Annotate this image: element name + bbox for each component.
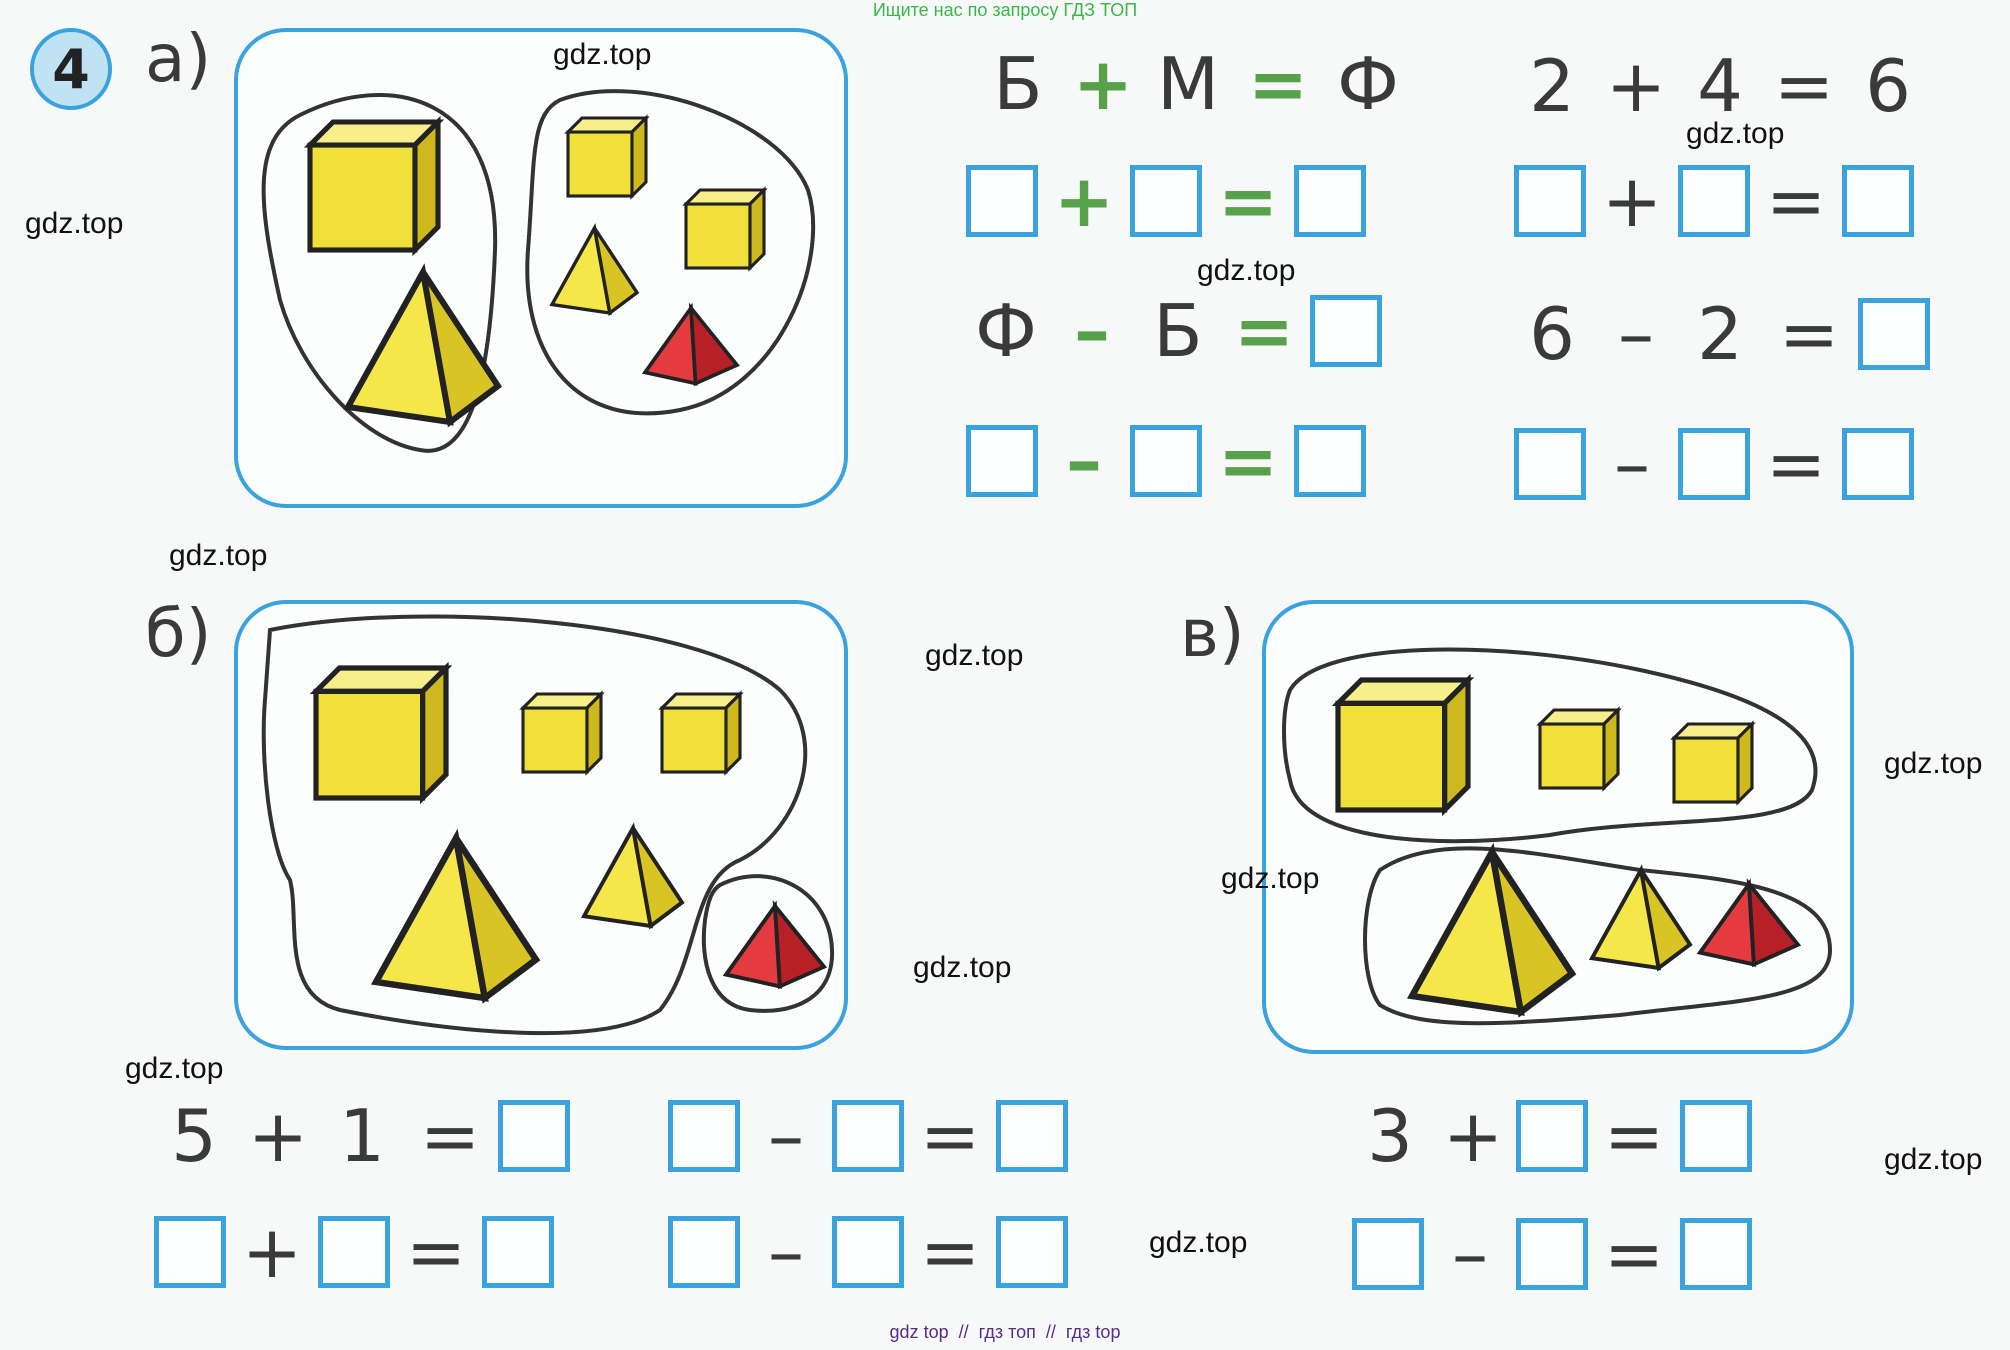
answer-box[interactable] bbox=[1514, 165, 1586, 237]
answer-box[interactable] bbox=[154, 1216, 226, 1288]
cube-small-icon bbox=[1672, 722, 1754, 804]
answer-box[interactable] bbox=[966, 425, 1038, 497]
equation-a-boxes-sum-2: + = bbox=[1514, 165, 1914, 237]
group-loop-b1 bbox=[261, 614, 808, 1036]
watermark: gdz.top bbox=[25, 207, 124, 240]
equation-v-given: 3 + = bbox=[1350, 1100, 1752, 1172]
cube-small-icon bbox=[684, 188, 766, 270]
answer-box[interactable] bbox=[1294, 425, 1366, 497]
pyramid-big-icon bbox=[376, 838, 536, 998]
watermark: gdz.top bbox=[1884, 1143, 1983, 1176]
cube-big-icon bbox=[316, 668, 446, 798]
pyramid-big-icon bbox=[1412, 852, 1572, 1012]
equation-a-numbers-diff: 6 – 2 = bbox=[1512, 298, 1930, 370]
red-pyramid-icon bbox=[724, 904, 826, 989]
answer-box[interactable] bbox=[1678, 165, 1750, 237]
equation-b-sum-boxes: + = bbox=[154, 1216, 554, 1288]
answer-box[interactable] bbox=[1516, 1218, 1588, 1290]
answer-box[interactable] bbox=[1130, 425, 1202, 497]
answer-box[interactable] bbox=[1294, 165, 1366, 237]
group-loop-a1 bbox=[261, 93, 498, 453]
watermark: gdz.top bbox=[1221, 862, 1320, 895]
watermark: gdz.top bbox=[169, 539, 268, 572]
equation-a-letters-sum: Б + М = Ф bbox=[993, 42, 1399, 126]
answer-box[interactable] bbox=[1680, 1100, 1752, 1172]
pyramid-small-icon bbox=[582, 826, 684, 928]
group-loop-a2 bbox=[525, 89, 816, 416]
group-loop-v2 bbox=[1363, 846, 1833, 1026]
equation-a-letters-diff: Ф – Б = bbox=[966, 295, 1382, 367]
answer-box[interactable] bbox=[832, 1100, 904, 1172]
equation-a-boxes-diff: – = bbox=[966, 425, 1366, 497]
answer-box[interactable] bbox=[996, 1216, 1068, 1288]
equation-v-diff-boxes: – = bbox=[1352, 1218, 1752, 1290]
label-a: а) bbox=[145, 20, 212, 97]
cube-small-icon bbox=[566, 116, 648, 198]
cube-big-icon bbox=[310, 122, 438, 250]
answer-box[interactable] bbox=[1842, 428, 1914, 500]
answer-box[interactable] bbox=[1858, 298, 1930, 370]
watermark: gdz.top bbox=[553, 38, 652, 71]
cube-small-icon bbox=[1538, 708, 1620, 790]
pyramid-small-icon bbox=[1590, 868, 1692, 970]
answer-box[interactable] bbox=[668, 1100, 740, 1172]
group-loop-v1 bbox=[1282, 647, 1818, 844]
watermark: gdz.top bbox=[1149, 1226, 1248, 1259]
answer-box[interactable] bbox=[1130, 165, 1202, 237]
answer-box[interactable] bbox=[668, 1216, 740, 1288]
cube-small-icon bbox=[660, 692, 742, 774]
group-loop-b2 bbox=[701, 874, 835, 1013]
answer-box[interactable] bbox=[1514, 428, 1586, 500]
equation-b-diff-boxes-2: – = bbox=[668, 1216, 1068, 1288]
pyramid-big-icon bbox=[348, 272, 498, 422]
cube-small-icon bbox=[521, 692, 603, 774]
pyramid-small-icon bbox=[550, 226, 639, 315]
equation-a-numbers-sum: 2 + 4 = 6 bbox=[1529, 44, 1911, 128]
answer-box[interactable] bbox=[482, 1216, 554, 1288]
answer-box[interactable] bbox=[1310, 295, 1382, 367]
watermark: gdz.top bbox=[1686, 117, 1785, 150]
answer-box[interactable] bbox=[832, 1216, 904, 1288]
answer-box[interactable] bbox=[1352, 1218, 1424, 1290]
footer-links[interactable]: gdz top // гдз топ // гдз top bbox=[889, 1322, 1121, 1342]
cube-big-icon bbox=[1338, 680, 1468, 810]
watermark: gdz.top bbox=[925, 639, 1024, 672]
top-banner[interactable]: Ищите нас по запросу ГДЗ ТОП bbox=[872, 0, 1138, 20]
watermark: gdz.top bbox=[1197, 254, 1296, 287]
answer-box[interactable] bbox=[966, 165, 1038, 237]
task-number: 4 bbox=[52, 37, 90, 101]
answer-box[interactable] bbox=[498, 1100, 570, 1172]
equation-b-diff-boxes-1: – = bbox=[668, 1100, 1068, 1172]
task-number-badge: 4 bbox=[30, 28, 112, 110]
label-b: б) bbox=[145, 595, 212, 672]
answer-box[interactable] bbox=[1678, 428, 1750, 500]
answer-box[interactable] bbox=[1842, 165, 1914, 237]
answer-box[interactable] bbox=[996, 1100, 1068, 1172]
equation-a-boxes-diff-2: – = bbox=[1514, 428, 1914, 500]
red-pyramid-icon bbox=[643, 306, 739, 386]
watermark: gdz.top bbox=[125, 1052, 224, 1085]
answer-box[interactable] bbox=[1680, 1218, 1752, 1290]
equation-a-boxes-sum-1: + = bbox=[966, 165, 1366, 237]
watermark: gdz.top bbox=[913, 951, 1012, 984]
equation-b-given: 5 + 1 = bbox=[154, 1100, 570, 1172]
label-v: в) bbox=[1180, 595, 1245, 672]
answer-box[interactable] bbox=[1516, 1100, 1588, 1172]
answer-box[interactable] bbox=[318, 1216, 390, 1288]
watermark: gdz.top bbox=[1884, 747, 1983, 780]
